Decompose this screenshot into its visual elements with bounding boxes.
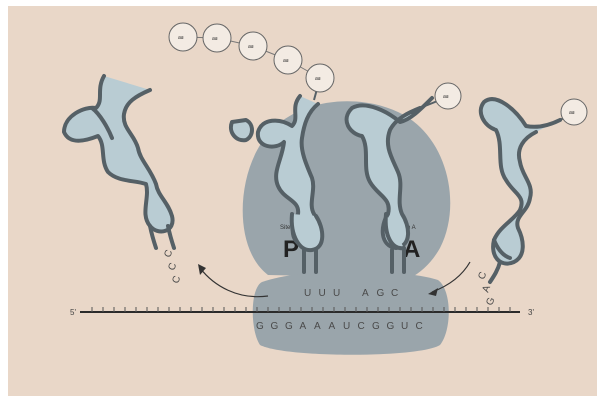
five-prime-label: 5' xyxy=(70,308,76,317)
a-site-anticodon-base: C xyxy=(391,288,398,299)
p-site-anticodon-base: U xyxy=(333,288,340,299)
codon-base: G xyxy=(256,321,264,332)
codon-base: C xyxy=(416,321,423,332)
svg-text:aa: aa xyxy=(569,110,575,116)
amino-acid-label: aa xyxy=(212,36,218,42)
amino-acid-label: aa xyxy=(248,44,254,50)
codon-base: G xyxy=(285,321,293,332)
amino-acid-label: aa xyxy=(315,76,321,82)
codon-base: A xyxy=(300,321,307,332)
codon-base: G xyxy=(271,321,279,332)
codon-base: G xyxy=(387,321,395,332)
three-prime-label: 3' xyxy=(528,308,534,317)
amino-acid-label: aa xyxy=(283,58,289,64)
codon-base: U xyxy=(401,321,408,332)
codon-base: G xyxy=(372,321,380,332)
codon-base: U xyxy=(343,321,350,332)
codon-base: C xyxy=(358,321,365,332)
p-site-anticodon-base: U xyxy=(304,288,311,299)
codon-base: A xyxy=(329,321,336,332)
svg-text:aa: aa xyxy=(443,94,449,100)
incoming-amino-acid: aa xyxy=(560,99,587,125)
p-site-anticodon-base: U xyxy=(319,288,326,299)
a-site-anticodon-base: A xyxy=(362,288,369,299)
codon-base: A xyxy=(314,321,321,332)
a-site-anticodon-base: G xyxy=(377,288,385,299)
amino-acid-label: aa xyxy=(178,35,184,41)
